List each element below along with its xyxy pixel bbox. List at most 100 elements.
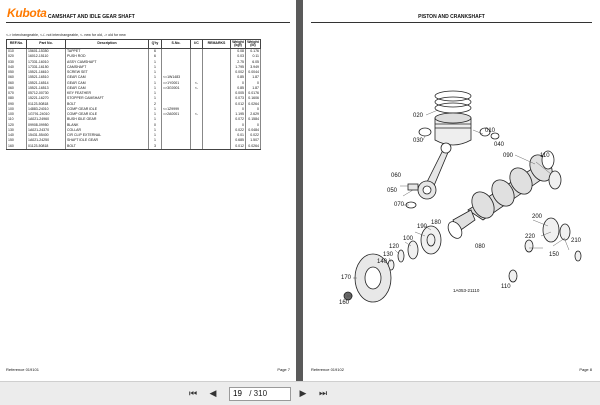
page-navigation-toolbar: ⏮ ◀ / 310 ▶ ⏭ <box>0 381 600 405</box>
table-cell: 0.1584 <box>245 117 261 123</box>
next-page-icon[interactable]: ▶ <box>299 388 307 398</box>
callout-label: 140 <box>377 259 388 265</box>
callout-label: 050 <box>387 188 398 194</box>
reference-number: Reference 019101 <box>6 367 39 372</box>
column-header: Description <box>65 38 149 50</box>
table-cell: 0.0044 <box>245 70 261 76</box>
interchangeability-legend: <-> interchangeable, <-/- not interchang… <box>6 33 126 37</box>
title-divider <box>311 22 592 23</box>
table-cell <box>190 143 203 150</box>
callout-label: 210 <box>571 238 582 244</box>
table-cell: 2.629 <box>245 112 261 118</box>
table-cell: 0.0484 <box>245 127 261 134</box>
table-cell: 3.949 <box>245 64 261 71</box>
table-cell: 0 <box>245 106 261 113</box>
catalog-page-right: PISTON AND CRANKSHAFT <box>303 0 600 381</box>
table-cell: 01123-50818 <box>26 143 66 150</box>
table-cell <box>161 143 191 150</box>
column-header: Weight (lb) <box>245 38 261 50</box>
page-number: Page 7 <box>277 367 290 372</box>
page-title: CAMSHAFT AND IDLE GEAR SHAFT <box>48 14 135 20</box>
title-divider <box>6 22 290 23</box>
crankshaft <box>447 150 555 239</box>
callout-label: 070 <box>394 202 405 208</box>
callout-label: 110 <box>501 284 511 290</box>
total-pages-label: / 310 <box>249 389 268 398</box>
table-cell: 0.1606 <box>245 96 261 102</box>
table-cell: 0.012 <box>230 143 246 150</box>
piston-assembly <box>418 90 500 146</box>
table-cell: 1.507 <box>245 138 261 144</box>
page-number: Page 8 <box>579 367 592 372</box>
table-cell: 0 <box>245 122 261 128</box>
callout-label: 090 <box>503 153 514 159</box>
exploded-parts-diagram: 020 010 030 040 050 060 070 090 110 180 … <box>339 90 582 306</box>
catalog-page-left: Kubota CAMSHAFT AND IDLE GEAR SHAFT <-> … <box>0 0 296 381</box>
table-cell: 1.87 <box>245 75 261 81</box>
connecting-rod <box>405 142 452 209</box>
column-header: Part No. <box>26 38 66 50</box>
table-cell: 1.87 <box>245 85 261 92</box>
kubota-logo: Kubota <box>7 6 47 20</box>
table-cell: 160 <box>6 143 27 150</box>
first-page-icon[interactable]: ⏮ <box>188 388 198 398</box>
column-header: REF.No. <box>6 38 27 50</box>
callout-label: 110 <box>540 153 550 159</box>
column-header: Weight (kgf) <box>230 38 246 50</box>
current-page-input[interactable] <box>230 389 247 398</box>
table-cell: 0.0264 <box>245 143 261 150</box>
page-title: PISTON AND CRANKSHAFT <box>418 14 485 20</box>
table-cell: 0.022 <box>245 133 261 139</box>
drawing-code: 1A053-21110 <box>453 288 480 293</box>
column-header: REMARKS <box>202 38 231 50</box>
table-cell: 3 <box>148 143 162 150</box>
column-header: S.No. <box>161 38 191 50</box>
callout-label: 080 <box>475 244 486 250</box>
callout-label: 030 <box>413 138 424 144</box>
callout-label: 020 <box>413 113 424 119</box>
last-page-icon[interactable]: ⏭ <box>318 388 328 398</box>
table-cell <box>202 143 231 150</box>
column-header: I/C <box>190 38 203 50</box>
callout-label: 220 <box>525 234 536 240</box>
callout-label: 040 <box>494 142 505 148</box>
table-cell: 6.05 <box>245 59 261 65</box>
callout-label: 130 <box>383 252 394 258</box>
table-cell: 0.176 <box>245 48 261 55</box>
table-cell: 0.0176 <box>245 91 261 97</box>
callout-label: 120 <box>389 244 400 250</box>
callout-label: 100 <box>403 236 414 242</box>
callout-leaders <box>347 109 570 297</box>
callout-label: 150 <box>549 252 560 258</box>
column-header: Q'ty <box>148 38 162 50</box>
crank-gear-and-pulley <box>343 170 582 303</box>
callout-label: 190 <box>417 224 428 230</box>
callout-label: 060 <box>391 173 402 179</box>
previous-page-icon[interactable]: ◀ <box>209 388 217 398</box>
callout-label: 010 <box>485 128 496 134</box>
reference-number: Reference 019102 <box>311 367 344 372</box>
callout-label: 160 <box>339 300 350 306</box>
table-cell: BOLT <box>65 143 149 150</box>
